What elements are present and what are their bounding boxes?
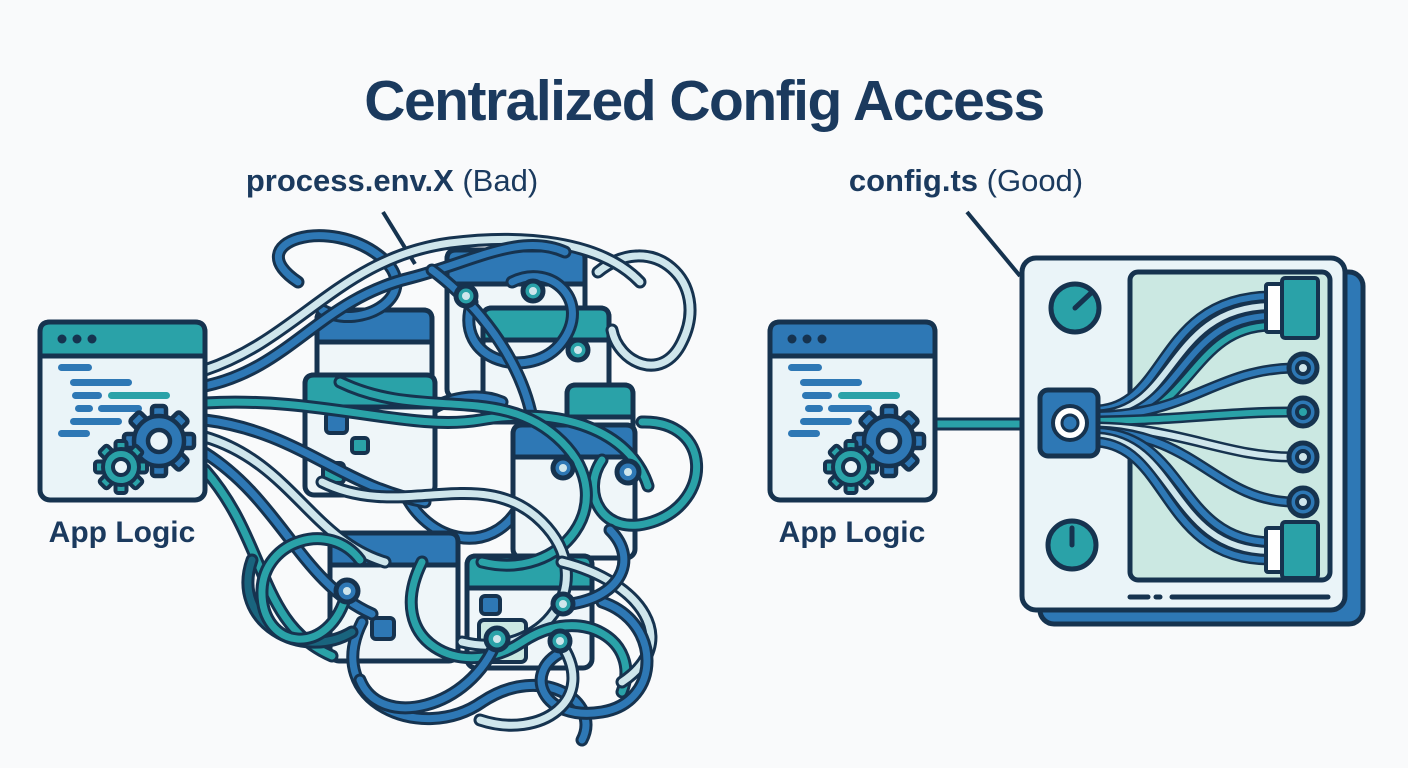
app-logic-label-bad: App Logic [48,516,196,549]
plug-icon [1264,276,1320,340]
good-side-illustration [767,210,1366,627]
round-port-icon [1286,395,1320,429]
app-logic-window-good [767,319,938,503]
page-title: Centralized Config Access [364,69,1045,134]
round-port-icon [1286,485,1320,519]
bad-caption-verdict: (Bad) [453,163,539,198]
config-window-mini [314,307,435,388]
app-logic-label-good: App Logic [778,516,926,549]
gear-small-icon [823,439,879,495]
round-port-icon [1286,440,1320,474]
gear-small-icon [93,439,149,495]
input-connector-icon [1037,387,1101,459]
titlebar-blue [767,319,938,359]
app-logic-window-bad [37,319,208,503]
good-leader-line [965,210,1022,278]
code-lines-icon [58,364,170,437]
plug-icon [1264,520,1320,580]
knob-icon [1048,281,1102,335]
good-caption-code: config.ts [848,163,979,198]
window-dots-icon [57,334,97,344]
config-box [1019,255,1366,627]
good-caption: config.ts (Good) [849,163,1083,199]
titlebar-teal [37,319,208,359]
bad-caption-code: process.env.X [245,163,454,198]
knob-icon [1045,518,1099,572]
bad-tangle-illustration [205,210,697,740]
good-caption-verdict: (Good) [978,163,1084,198]
round-port-icon [1286,351,1320,385]
cable-port-icons [333,278,642,654]
code-lines-icon [788,364,900,437]
window-dots-icon [787,334,827,344]
bad-caption: process.env.X (Bad) [246,163,538,199]
